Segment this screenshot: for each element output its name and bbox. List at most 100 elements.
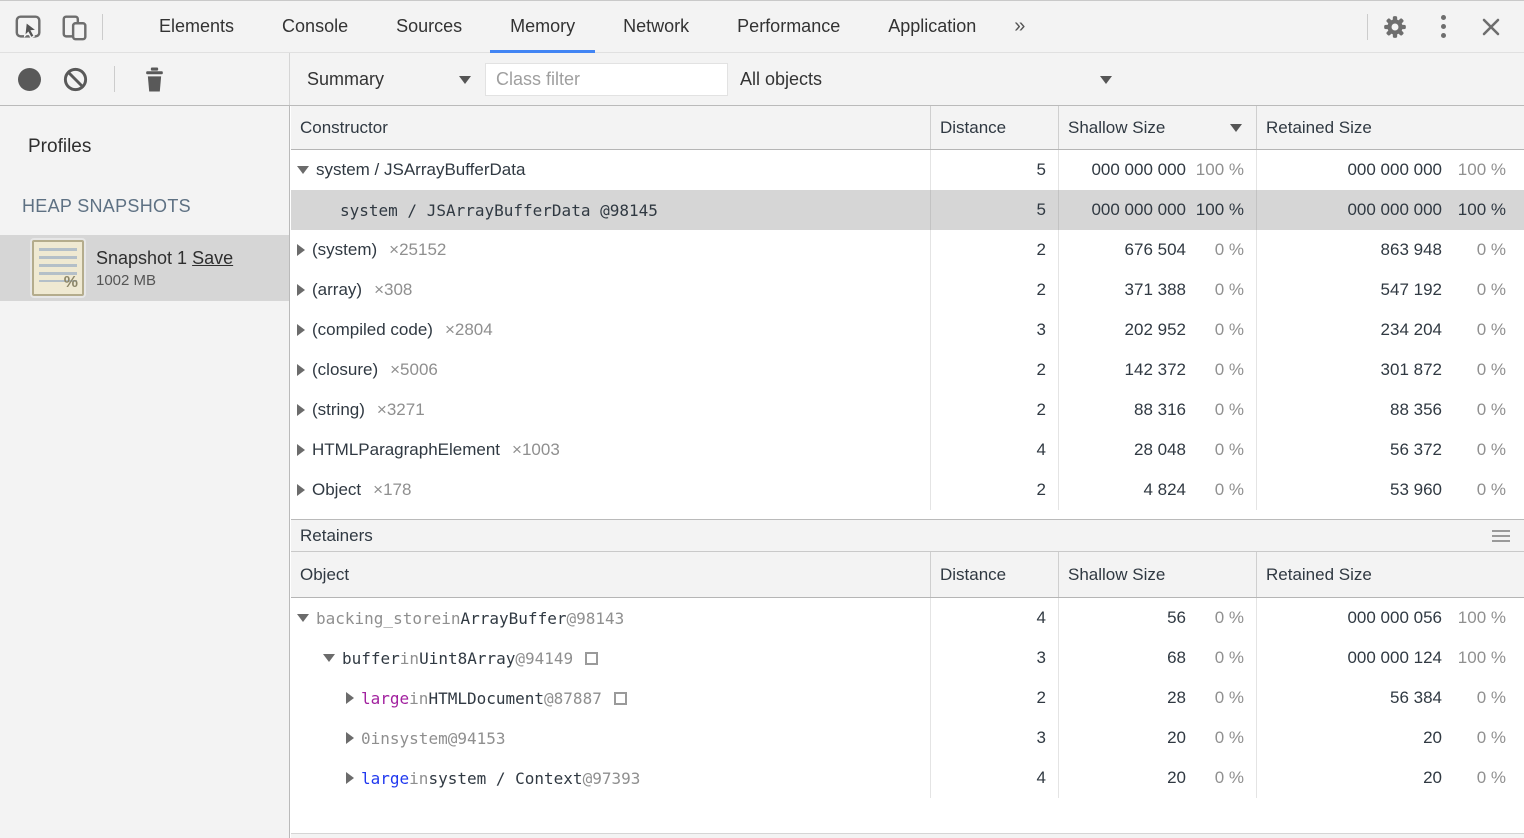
class-filter-input[interactable]: [485, 62, 728, 96]
column-header-distance[interactable]: Distance: [930, 106, 1058, 149]
horizontal-scrollbar-track[interactable]: [291, 833, 1524, 838]
column-header-constructor[interactable]: Constructor: [300, 117, 388, 137]
instance-count: ×1003: [512, 440, 560, 459]
settings-gear-icon[interactable]: [1378, 10, 1412, 44]
retained-size-percent: 100 %: [1457, 160, 1506, 179]
retained-size-percent: 0 %: [1476, 240, 1506, 259]
expander-collapsed-icon[interactable]: [297, 244, 305, 256]
device-toolbar-icon[interactable]: [58, 10, 92, 44]
column-header-distance[interactable]: Distance: [930, 552, 1058, 597]
retainer-object-id: @94149: [515, 648, 574, 668]
expander-collapsed-icon[interactable]: [297, 364, 305, 376]
distance-value: 5: [930, 190, 1058, 230]
retainers-menu-icon[interactable]: [1492, 529, 1510, 542]
snapshot-size: 1002 MB: [96, 271, 157, 289]
expander-expanded-icon[interactable]: [297, 166, 309, 174]
perspective-select[interactable]: Summary: [307, 69, 485, 90]
expander-collapsed-icon[interactable]: [297, 324, 305, 336]
menu-kebab-icon[interactable]: [1426, 10, 1460, 44]
column-header-retained-size[interactable]: Retained Size: [1256, 106, 1524, 149]
save-snapshot-link[interactable]: Save: [192, 247, 234, 268]
retainer-object-id: @87887: [544, 688, 602, 708]
retainer-object: Uint8Array: [419, 648, 516, 668]
tab-memory[interactable]: Memory: [486, 1, 599, 53]
retained-size-percent: 0 %: [1476, 400, 1506, 419]
delete-snapshot-icon[interactable]: [137, 62, 171, 96]
inspect-element-icon[interactable]: [12, 10, 46, 44]
clear-profiles-icon[interactable]: [58, 62, 92, 96]
column-header-object[interactable]: Object: [300, 564, 350, 584]
expander-collapsed-icon[interactable]: [297, 284, 305, 296]
constructor-name: (closure): [312, 360, 379, 379]
reveal-object-icon[interactable]: [585, 651, 599, 665]
record-heap-snapshot-icon[interactable]: [12, 62, 46, 96]
retainer-property: backing_store: [316, 608, 442, 628]
retained-size-value: 56 384: [1390, 688, 1442, 707]
expander-collapsed-icon[interactable]: [346, 692, 354, 704]
instance-count: ×25152: [389, 240, 447, 259]
constructor-name: (string): [312, 400, 365, 419]
distance-value: 2: [930, 350, 1058, 390]
heap-snapshot-view: Constructor Distance Shallow Size Retain…: [291, 106, 1524, 838]
expander-collapsed-icon[interactable]: [346, 772, 354, 784]
retainer-property: buffer: [342, 648, 400, 668]
constructors-grid-header: Constructor Distance Shallow Size Retain…: [291, 106, 1524, 150]
table-row-selected[interactable]: system / JSArrayBufferData @98145 5 000 …: [291, 190, 1524, 230]
column-header-retained-size[interactable]: Retained Size: [1256, 552, 1524, 597]
retained-size-value: 56 372: [1390, 440, 1442, 459]
reveal-object-icon[interactable]: [613, 691, 627, 705]
shallow-size-percent: 0 %: [1214, 320, 1244, 339]
retained-size-value: 863 948: [1380, 240, 1442, 259]
retainer-object: ArrayBuffer: [460, 608, 567, 628]
expander-expanded-icon[interactable]: [297, 614, 309, 622]
chevron-down-icon: [459, 76, 471, 84]
retained-size-value: 20: [1423, 768, 1442, 787]
column-header-shallow-size[interactable]: Shallow Size: [1058, 106, 1256, 149]
retained-size-value: 000 000 000: [1347, 160, 1442, 179]
column-header-shallow-size[interactable]: Shallow Size: [1058, 552, 1256, 597]
retainer-row[interactable]: backing_store in ArrayBuffer @98143 4 56…: [291, 598, 1524, 638]
shallow-size-value: 20: [1167, 728, 1186, 747]
tab-performance[interactable]: Performance: [737, 16, 841, 36]
table-row[interactable]: system / JSArrayBufferData 5 000 000 000…: [291, 150, 1524, 190]
profile-actions: [0, 53, 290, 105]
tab-elements[interactable]: Elements: [159, 16, 235, 36]
shallow-size-percent: 0 %: [1214, 608, 1244, 627]
expander-collapsed-icon[interactable]: [297, 444, 305, 456]
sidebar-item-snapshot-1[interactable]: % Snapshot 1 Save 1002 MB: [0, 235, 289, 301]
distance-value: 4: [930, 758, 1058, 798]
sort-descending-icon: [1230, 123, 1242, 132]
expander-expanded-icon[interactable]: [323, 654, 335, 662]
shallow-size-percent: 0 %: [1214, 728, 1244, 747]
shallow-size-percent: 100 %: [1195, 160, 1244, 179]
constructor-name: HTMLParagraphElement: [312, 440, 501, 459]
close-devtools-icon[interactable]: [1474, 10, 1508, 44]
shallow-size-percent: 0 %: [1214, 400, 1244, 419]
retained-size-value: 20: [1423, 728, 1442, 747]
expander-collapsed-icon[interactable]: [346, 732, 354, 744]
tab-network[interactable]: Network: [623, 16, 690, 36]
shallow-size-value: 371 388: [1124, 280, 1186, 299]
retainer-property: large: [361, 688, 410, 708]
tab-sources[interactable]: Sources: [396, 16, 463, 36]
shallow-size-percent: 100 %: [1195, 200, 1244, 219]
expander-collapsed-icon[interactable]: [297, 484, 305, 496]
expander-collapsed-icon[interactable]: [297, 404, 305, 416]
distance-value: 5: [930, 150, 1058, 190]
more-tabs-icon[interactable]: »: [1014, 15, 1026, 37]
tab-console[interactable]: Console: [282, 16, 349, 36]
retainers-grid-header: Object Distance Shallow Size Retained Si…: [291, 552, 1524, 598]
tab-application[interactable]: Application: [888, 16, 977, 36]
objects-filter-select[interactable]: All objects: [740, 69, 1112, 90]
